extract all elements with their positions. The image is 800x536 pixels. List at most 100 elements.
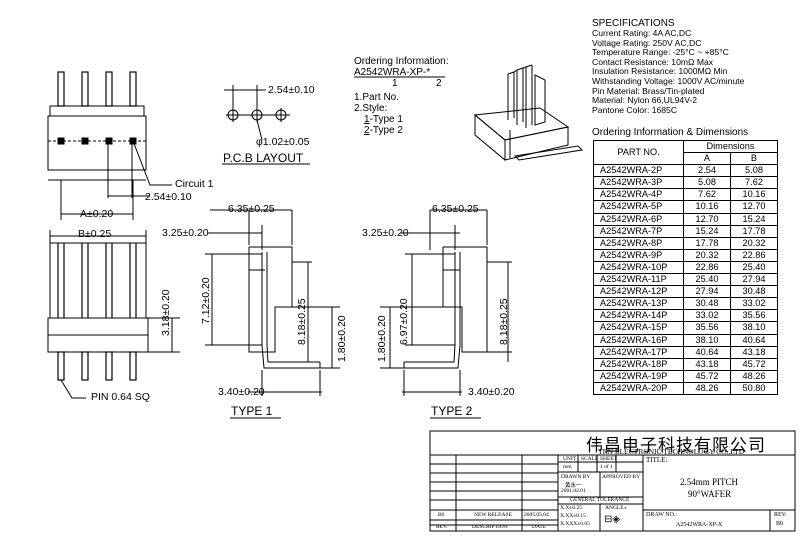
dim-b-cell: 38.10 — [730, 321, 778, 335]
tb-hist-rev: B0 — [438, 512, 445, 518]
part-number-cell: A2542WRA-9P — [593, 248, 684, 262]
tb-col-date: DATE — [532, 524, 547, 530]
dim-a-cell: 27.94 — [683, 285, 731, 299]
specifications-heading: SPECIFICATIONS — [592, 18, 675, 29]
col-part-header: PART NO. — [593, 139, 684, 166]
dim-b-cell: 40.64 — [730, 333, 778, 347]
pcb-layout-title: P.C.B LAYOUT — [223, 151, 304, 165]
specifications: SPECIFICATIONS Current Rating: 4A AC,DC … — [592, 18, 797, 115]
ordering-info: Ordering Information: A2542WRA-XP-* 1 2 … — [354, 56, 449, 136]
dim-a-cell: 22.86 — [683, 260, 731, 275]
dim-a-cell: 30.48 — [683, 297, 731, 311]
dim-b-label: B±0.25 — [78, 228, 112, 240]
projection-symbol-icon: ⊟◈ — [604, 514, 621, 525]
part-number-cell: A2542WRA-20P — [593, 381, 684, 395]
tb-drawn-date: 2001.02.01 — [561, 488, 586, 494]
col-b-header: B — [730, 152, 778, 166]
tb-rev-label: REV. — [774, 512, 787, 518]
spec-line: Pin Material: Brass/Tin-plated — [592, 86, 705, 96]
ordering-num-2: 2 — [436, 78, 442, 89]
part-number-cell: A2542WRA-18P — [593, 357, 684, 371]
spec-line: Temperature Range: -25°C ~ +85°C — [592, 48, 729, 58]
tb-title-label: TITLE: — [646, 456, 668, 464]
type2-view — [380, 209, 512, 419]
style-1-label: -Type 1 — [369, 114, 403, 125]
part-number-cell: A2542WRA-11P — [593, 273, 684, 287]
dim-a-cell: 7.62 — [683, 188, 731, 202]
ordering-code: A2542WRA-XP-* — [354, 67, 431, 78]
spec-line: Current Rating: 4A AC,DC — [592, 29, 692, 38]
dim-b-cell: 50.80 — [730, 381, 778, 395]
part-number-cell: A2542WRA-19P — [593, 369, 684, 383]
dim-b-cell: 43.18 — [730, 345, 778, 359]
pcb-layout — [222, 85, 310, 165]
part-number-cell: A2542WRA-13P — [593, 297, 684, 311]
ordering-num-1: 1 — [392, 78, 398, 89]
ordering-heading: Ordering Information: — [354, 56, 449, 67]
spec-line: Insulation Resistance: 1000MΩ Min — [592, 67, 728, 77]
tb-title-line2: 90°WAFER — [688, 489, 732, 499]
type1-h3-dim: 1.80±0.20 — [336, 315, 348, 362]
col-a-header: A — [683, 152, 731, 166]
type2-h2-dim: 6.97±0.20 — [398, 298, 410, 345]
part-number-cell: A2542WRA-16P — [593, 333, 684, 347]
dim-a-cell: 17.78 — [683, 236, 731, 250]
part-number-cell: A2542WRA-15P — [593, 321, 684, 335]
style-1-num: 1 — [364, 114, 370, 125]
type2-left-dim: 3.25±0.20 — [362, 227, 409, 239]
dim-a-cell: 5.08 — [683, 176, 731, 190]
type1-left-dim: 3.25±0.20 — [162, 227, 209, 239]
tb-sheet-value: 1 of 1 — [600, 464, 613, 470]
company-name-en: TRN ELECTRONIC TECHNOLOGY CO.,LTD — [598, 447, 745, 456]
type1-view — [205, 209, 340, 419]
tb-tol-2: X.XX±0.15 — [560, 513, 586, 519]
tb-drawn-by: DRAWN BY — [561, 474, 591, 480]
ordering-item-style: 2.Style: — [354, 103, 388, 114]
tb-col-rev: REV. — [436, 524, 448, 530]
dim-b-cell: 7.62 — [730, 176, 778, 190]
dim-a-cell: 33.02 — [683, 309, 731, 323]
company-name-cn: 伟昌电子科技有限公司 — [586, 436, 766, 455]
tb-drawno-label: DRAW NO.: — [646, 512, 678, 518]
dim-b-cell: 35.56 — [730, 309, 778, 323]
dim-b-cell: 15.24 — [730, 212, 778, 226]
tb-sheet: SHEET — [600, 456, 618, 462]
tb-tol-3: X.XXX±0.05 — [560, 521, 590, 527]
spec-line: Voltage Rating: 250V AC,DC — [592, 38, 702, 48]
part-number-cell: A2542WRA-17P — [593, 345, 684, 359]
dim-a-cell: 10.16 — [683, 200, 731, 214]
pcb-pitch-label: 2.54±0.10 — [268, 84, 315, 96]
dim-b-cell: 10.16 — [730, 188, 778, 202]
pin-label: PIN 0.64 SQ — [91, 391, 150, 403]
dim-b-cell: 22.86 — [730, 248, 778, 262]
type2-h1-dim: 1.80±0.20 — [376, 315, 388, 362]
tb-tol-1: X.X±0.25 — [560, 505, 582, 511]
front-top-view — [47, 71, 172, 220]
dim-a-cell: 45.72 — [683, 369, 731, 383]
tb-col-desc: DESCRIPTION — [472, 524, 508, 530]
part-number-cell: A2542WRA-12P — [593, 285, 684, 299]
front-height-label: 3.18±0.20 — [160, 289, 172, 336]
tb-drawn-name: 黄永一 — [565, 483, 582, 489]
tb-scale: SCALE — [581, 456, 599, 462]
spec-line: Pantone Color: 1685C — [592, 105, 678, 115]
part-number-cell: A2542WRA-10P — [593, 260, 684, 275]
front-bottom-view — [47, 230, 180, 399]
dim-b-cell: 48.26 — [730, 369, 778, 383]
dim-b-cell: 33.02 — [730, 297, 778, 311]
dim-a-cell: 40.64 — [683, 345, 731, 359]
dim-b-cell: 17.78 — [730, 224, 778, 238]
type2-bottom-dim: 3.40±0.20 — [468, 386, 515, 398]
